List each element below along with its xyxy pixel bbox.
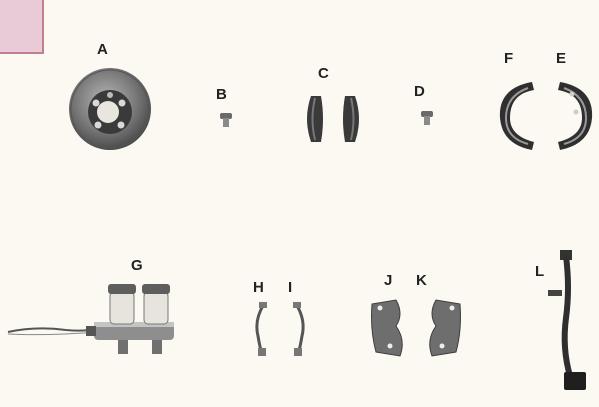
label-k: K [416,272,427,289]
brake-shoes-image [494,78,598,154]
label-i: I [288,279,292,296]
label-e: E [556,50,566,67]
brake-pads-image [301,92,365,146]
label-f: F [504,50,513,67]
bleeder-screw-d-image [420,110,434,126]
label-h: H [253,279,264,296]
brake-rotor-image [68,67,152,151]
page-corner-tab [0,0,44,54]
caliper-brackets-image [366,296,466,360]
label-d: D [414,83,425,100]
bleeder-screw-b-image [219,112,233,128]
brake-pedal-image [540,248,596,394]
label-b: B [216,86,227,103]
master-cylinder-image [6,276,180,362]
label-a: A [97,41,108,58]
label-g: G [131,257,143,274]
label-j: J [384,272,392,289]
label-c: C [318,65,329,82]
brake-hoses-image [250,300,310,360]
